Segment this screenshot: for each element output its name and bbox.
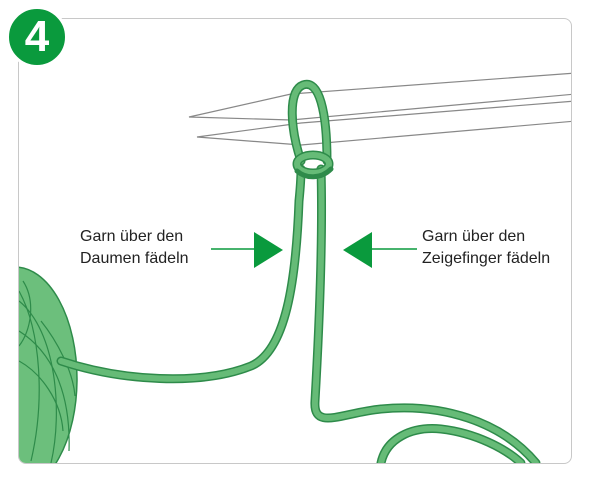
label-index-finger: Garn über den Zeigefinger fädeln (422, 226, 550, 270)
yarn-strand-index (310, 164, 541, 463)
yarn-ball (19, 266, 78, 463)
knitting-drawing (19, 72, 571, 463)
label-index-finger-line1: Garn über den (422, 228, 526, 245)
yarn-strands (56, 79, 541, 463)
yarn-strand-thumb (56, 164, 306, 384)
label-thumb: Garn über den Daumen fädeln (80, 226, 189, 270)
step-number-badge: 4 (6, 6, 68, 68)
needle-upper (188, 72, 571, 121)
triangle-arrow-left-icon (343, 232, 372, 268)
triangle-arrow-right-icon (254, 232, 283, 268)
knitting-needles (188, 72, 571, 146)
step-number: 4 (24, 12, 50, 61)
illustration-frame (18, 18, 572, 464)
label-thumb-line2: Daumen fädeln (80, 250, 189, 267)
label-index-finger-line2: Zeigefinger fädeln (422, 250, 551, 267)
label-thumb-line1: Garn über den (80, 228, 184, 245)
